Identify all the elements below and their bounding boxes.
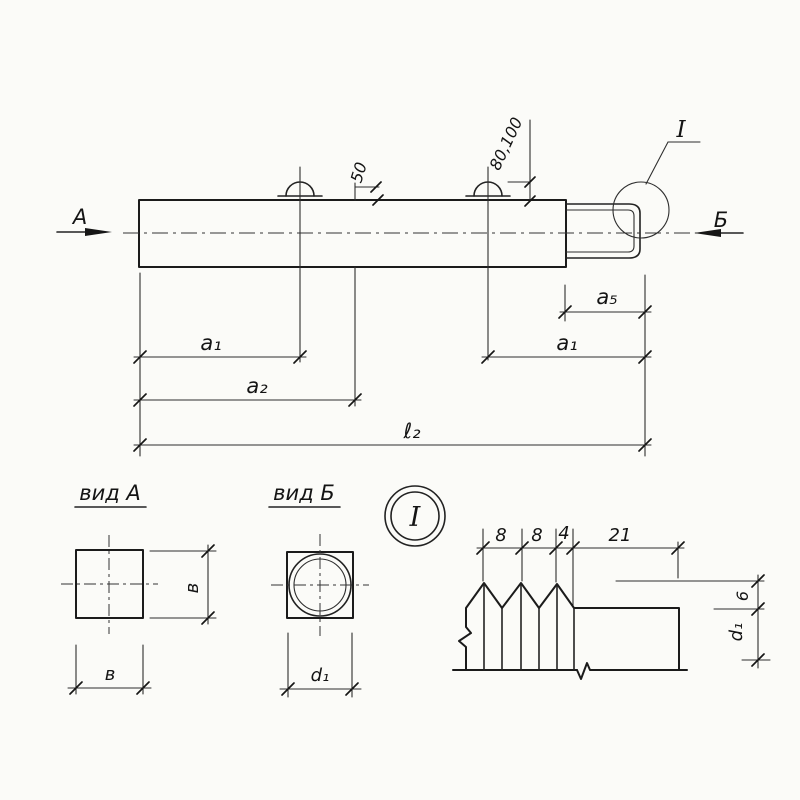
detail-tick-3 — [549, 541, 563, 555]
detail-tick-d1 — [751, 653, 765, 667]
dim-a2-tick2 — [348, 393, 362, 407]
view-b-dim-label: d₁ — [311, 665, 330, 686]
detail-baseline-right — [576, 662, 688, 680]
detail-dim-8a-label: 8 — [495, 525, 506, 546]
detail-tick-6a — [751, 574, 765, 588]
detail-leader-line — [645, 141, 701, 185]
dim-a1l-tick2 — [293, 350, 307, 364]
dim-a1l-label: a₁ — [200, 331, 221, 355]
detail-tick-2 — [515, 541, 529, 555]
detail-leader-label: I — [675, 117, 686, 143]
view-a-dimv-tick2 — [201, 611, 215, 625]
detail-tick-1 — [476, 541, 490, 555]
detail-marker-label: I — [409, 502, 422, 533]
view-a-dimh-label: в — [105, 664, 116, 685]
view-a-dimh-tick1 — [69, 681, 83, 695]
dim80100-tick1 — [524, 176, 536, 188]
view-b-arrow-label: Б — [714, 208, 728, 232]
detail-dim-8b-label: 8 — [531, 525, 542, 546]
view-b-arrow-head — [694, 229, 721, 237]
detail-profile-outline — [458, 582, 680, 671]
view-b-dim-tick2 — [345, 682, 359, 696]
dim-a1r-label: a₁ — [556, 331, 577, 355]
detail-dim-4-label: 4 — [558, 523, 569, 544]
dim-a2-tick1 — [133, 393, 147, 407]
dim-a5-label: a₅ — [596, 285, 617, 309]
dim-a2-label: a₂ — [246, 374, 268, 398]
view-a-arrow-head — [85, 228, 112, 236]
thread-root-line — [565, 209, 635, 253]
detail-tick-5 — [671, 541, 685, 555]
dim80100-tick2 — [524, 195, 536, 207]
dim-a1r-tick2 — [638, 350, 652, 364]
detail-tick-6b — [751, 602, 765, 616]
dim-a5-tick2 — [638, 305, 652, 319]
view-a-square — [75, 549, 144, 619]
detail-circle — [612, 181, 670, 239]
detail-dim-21-label: 21 — [609, 525, 632, 546]
view-a-dimh-tick2 — [136, 681, 150, 695]
detail-dim-d1-label: d₁ — [726, 623, 747, 642]
detail-dim-6-label: 6 — [733, 591, 752, 601]
dim-l2-tick2 — [638, 438, 652, 452]
detail-marker-outer-circle — [384, 485, 446, 547]
dim50-label: 50 — [347, 160, 371, 185]
detail-tick-4 — [566, 541, 580, 555]
threaded-end-outline — [565, 203, 641, 259]
dim50-tick2 — [372, 194, 384, 206]
dim-l2-tick1 — [133, 438, 147, 452]
view-b-title: вид Б — [273, 481, 335, 505]
detail-marker-inner-circle — [390, 491, 440, 541]
dim-l2-label: ℓ₂ — [402, 419, 421, 443]
view-b-dim-tick1 — [281, 682, 295, 696]
dim-a5-tick1 — [558, 305, 572, 319]
dim80100-label: 80,100 — [486, 114, 527, 173]
dim50-tick1 — [370, 181, 382, 193]
view-a-dimv-tick1 — [201, 544, 215, 558]
view-a-title: вид А — [79, 481, 141, 505]
view-a-arrow-label: А — [71, 205, 87, 229]
view-a-dimv-label: в — [182, 583, 203, 594]
dim-a1l-tick1 — [133, 350, 147, 364]
dim-a1r-tick1 — [481, 350, 495, 364]
